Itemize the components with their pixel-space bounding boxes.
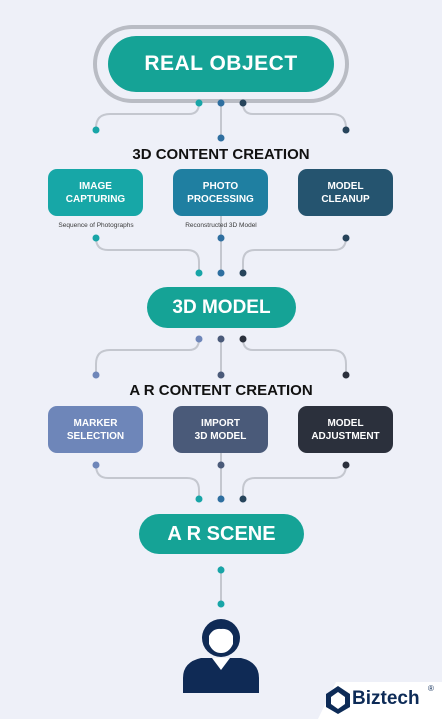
- logo-name: Biztech: [352, 688, 420, 709]
- step-line-2: CLEANUP: [321, 193, 370, 205]
- step-model-cleanup: MODEL CLEANUP: [298, 169, 393, 216]
- caption-reconstructed-3d-model: Reconstructed 3D Model: [185, 222, 257, 229]
- connector-dots: [92, 99, 350, 608]
- step-line-1: MARKER: [73, 417, 118, 429]
- biztech-logo: Biztech ®: [318, 683, 442, 719]
- step-line-2: ADJUSTMENT: [311, 430, 380, 442]
- ar-scene-node: A R SCENE: [139, 514, 304, 554]
- step-photo-processing: PHOTO PROCESSING: [173, 169, 268, 216]
- step-line-2: SELECTION: [66, 430, 125, 442]
- step-line-1: IMPORT: [201, 417, 240, 429]
- step-line-1: MODEL: [327, 180, 364, 192]
- registered-mark: ®: [428, 684, 434, 693]
- real-object-node: REAL OBJECT: [108, 36, 334, 92]
- step-line-1: MODEL: [327, 417, 364, 429]
- model-3d-node: 3D MODEL: [147, 287, 296, 328]
- biztech-logo-mark: [326, 686, 350, 714]
- step-import-3d-model: IMPORT 3D MODEL: [173, 406, 268, 453]
- step-line-2: 3D MODEL: [194, 430, 247, 442]
- content-creation-ar-heading: A R CONTENT CREATION: [129, 382, 313, 399]
- step-line-2: PROCESSING: [187, 193, 254, 205]
- logo-badge-background: [318, 682, 442, 719]
- caption-sequence-of-photographs: Sequence of Photographs: [58, 222, 134, 229]
- step-line-1: IMAGE: [79, 180, 112, 192]
- step-line-1: PHOTO: [202, 180, 239, 192]
- step-model-adjustment: MODEL ADJUSTMENT: [298, 406, 393, 453]
- content-creation-3d-heading: 3D CONTENT CREATION: [132, 146, 310, 163]
- step-image-capturing: IMAGE CAPTURING: [48, 169, 143, 216]
- step-marker-selection: MARKER SELECTION: [48, 406, 143, 453]
- user-icon: [183, 619, 259, 693]
- step-line-2: CAPTURING: [65, 193, 126, 205]
